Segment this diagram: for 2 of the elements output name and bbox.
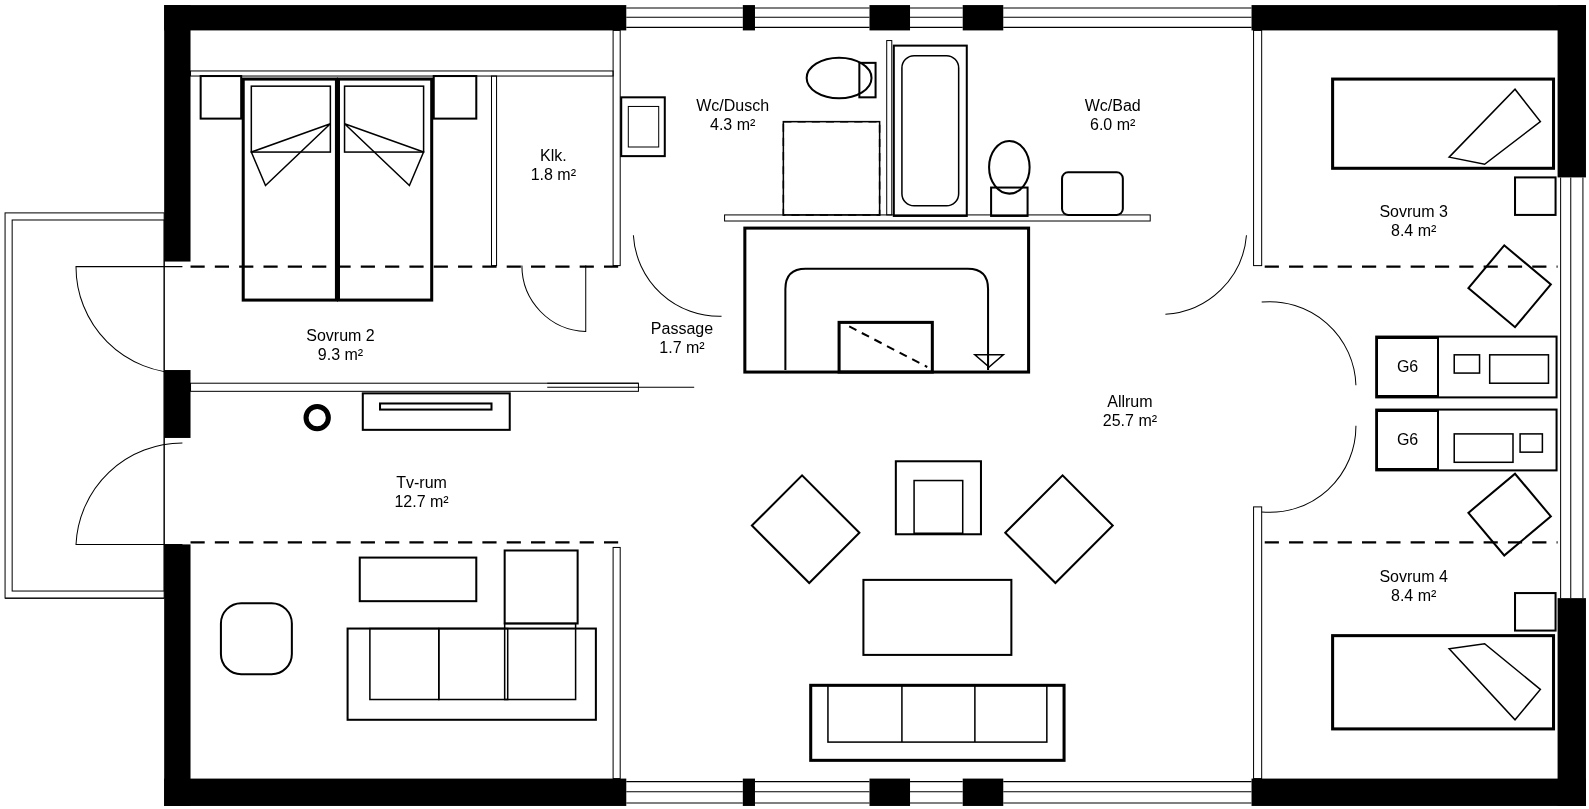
desk-unit: G6 [1376, 336, 1439, 398]
desk-unit: G6 [1376, 409, 1439, 471]
